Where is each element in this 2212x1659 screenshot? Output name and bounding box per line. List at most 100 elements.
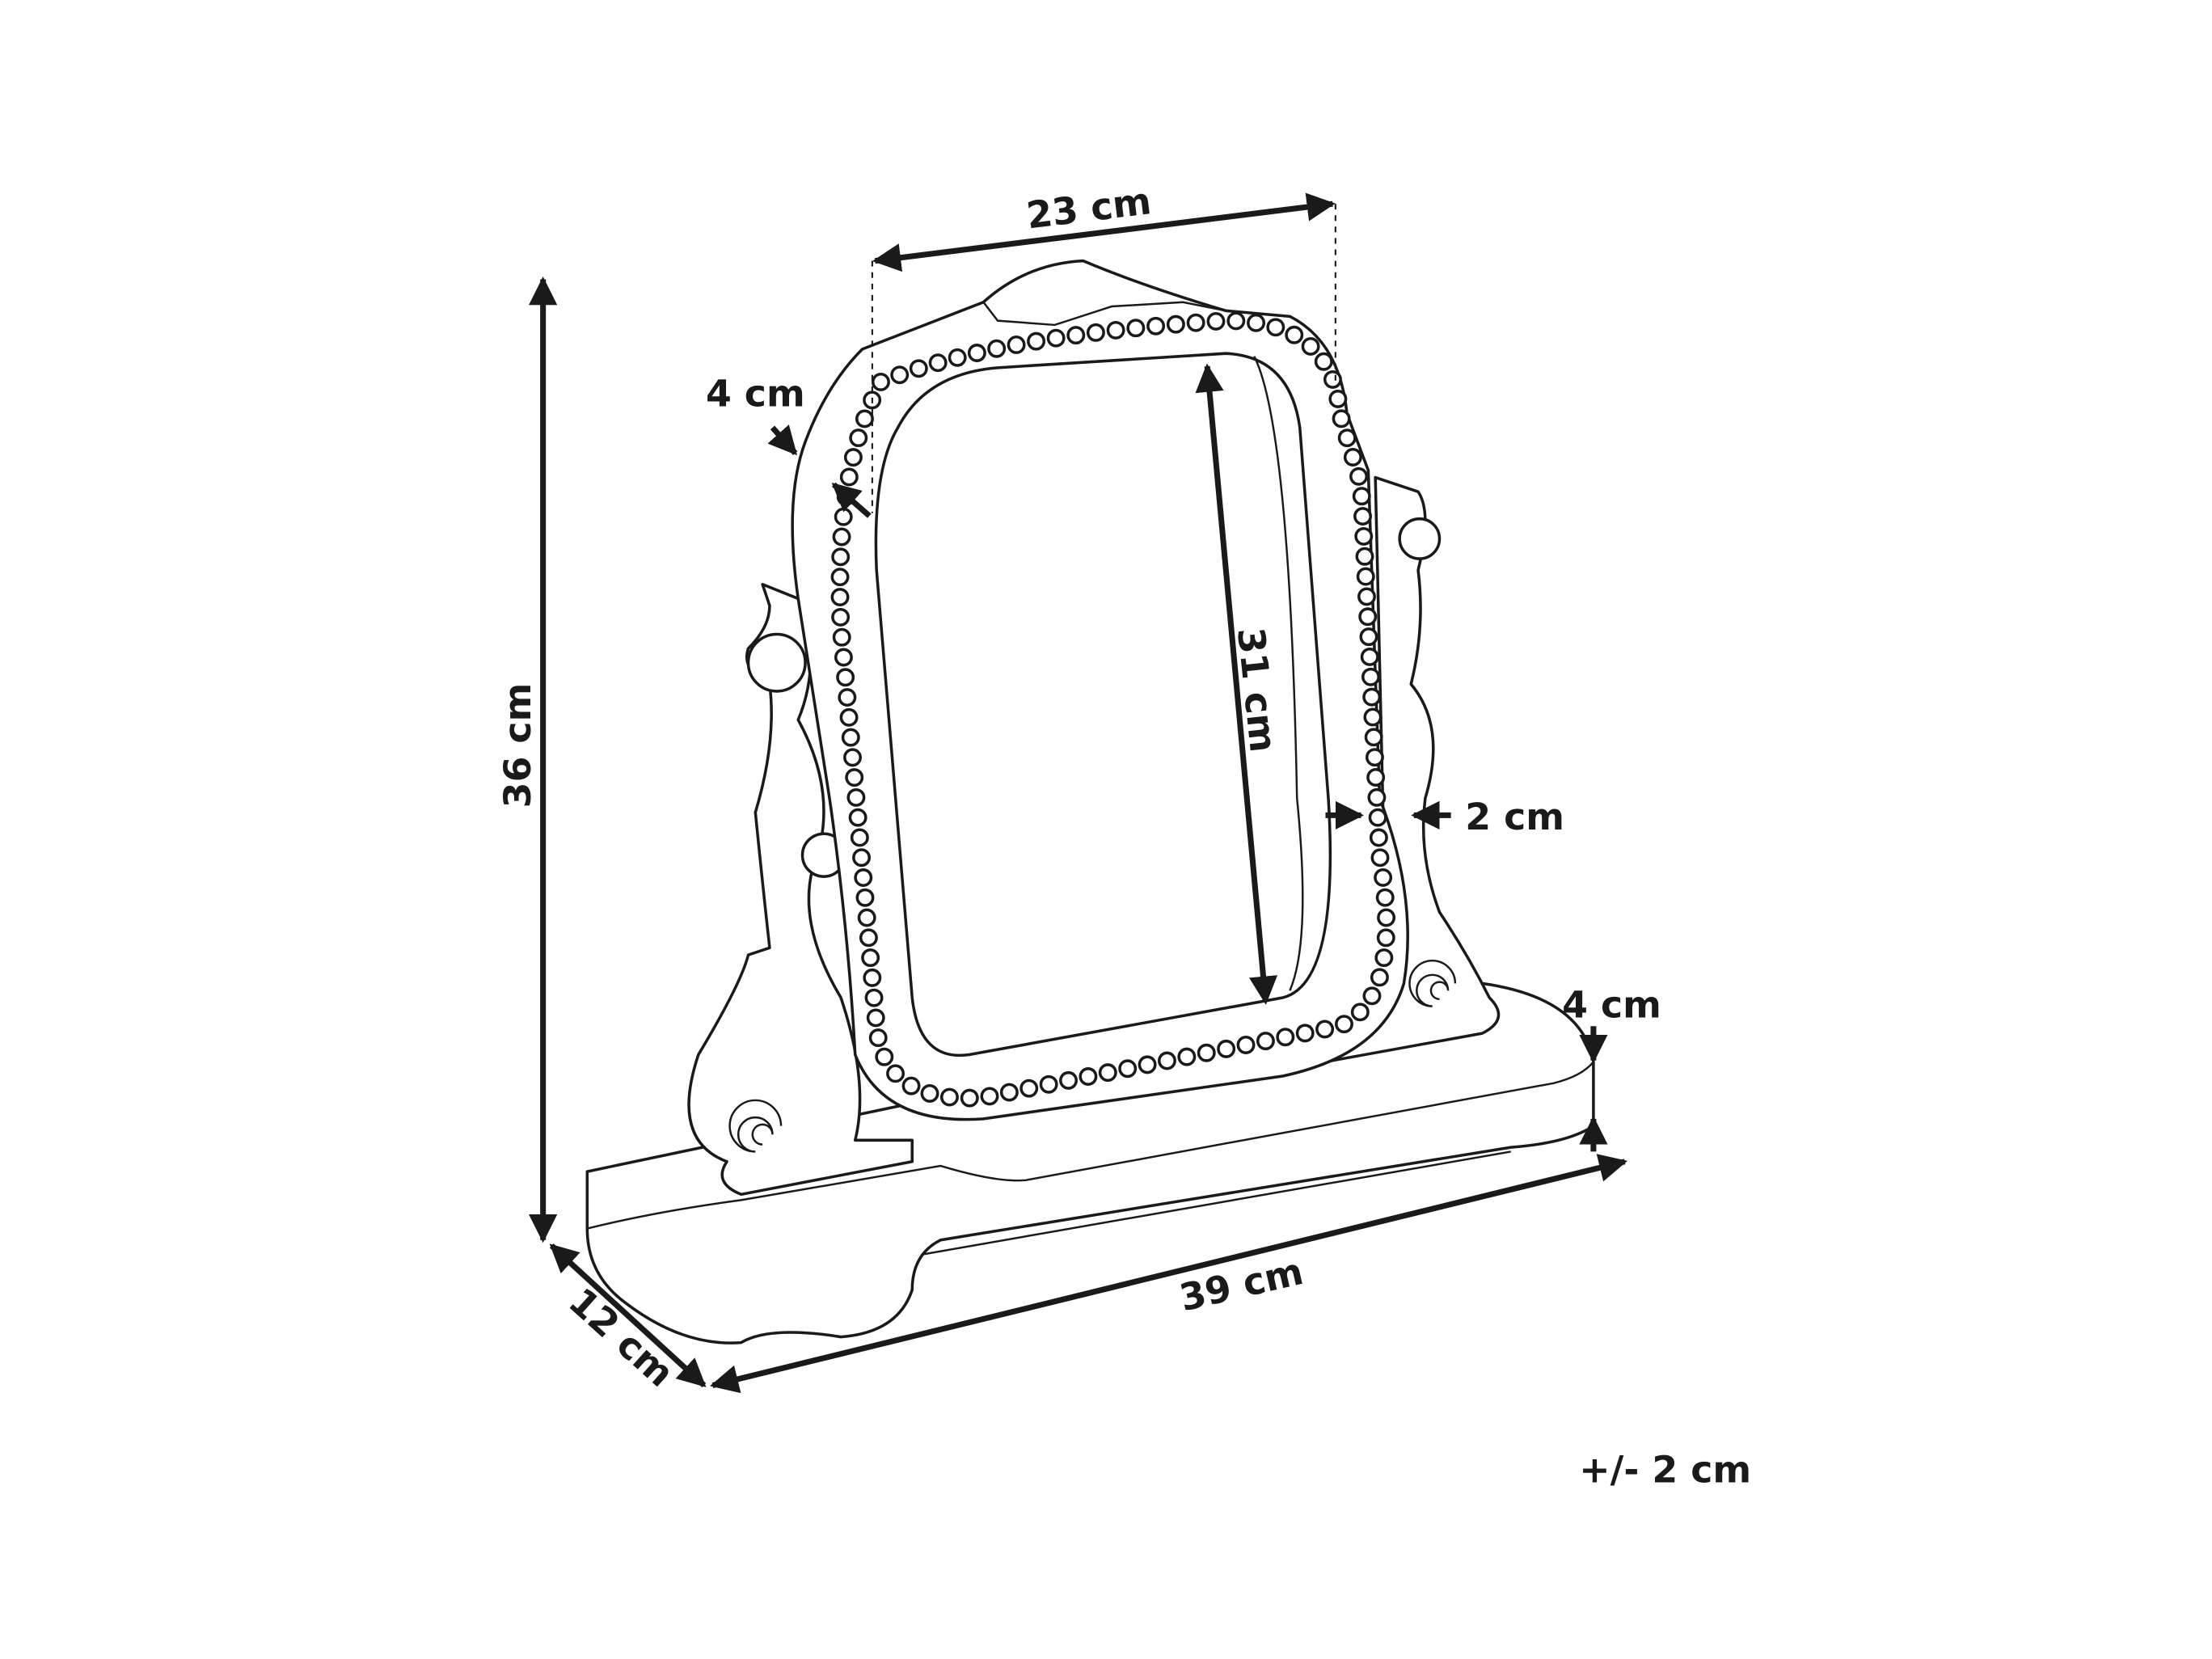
frame-bead — [1356, 567, 1375, 586]
frame-bead — [1362, 986, 1382, 1006]
frame-bead — [839, 707, 859, 727]
frame-bead — [1295, 1024, 1315, 1043]
frame-bead — [1276, 1028, 1295, 1047]
frame-bead — [980, 1087, 999, 1106]
frame-bead — [1367, 787, 1387, 807]
frame-bead — [886, 1064, 905, 1083]
frame-bead — [1027, 331, 1046, 351]
frame-bead — [1086, 323, 1105, 342]
frame-bead — [1332, 409, 1351, 428]
frame-bead — [1247, 313, 1266, 332]
label-base-width: 39 cm — [1176, 1249, 1307, 1319]
frame-bead — [831, 607, 851, 627]
frame-bead — [1374, 867, 1393, 887]
frame-bead — [1369, 828, 1388, 847]
frame-bead — [843, 448, 863, 467]
label-total-height: 36 cm — [496, 683, 539, 808]
frame-bead — [846, 787, 866, 807]
frame-bead — [1118, 1059, 1138, 1079]
frame-bead — [960, 1088, 979, 1108]
tolerance-note: +/- 2 cm — [1579, 1447, 1751, 1491]
frame-bead — [1377, 908, 1396, 927]
frame-bead — [868, 1028, 888, 1048]
frame-bead — [831, 547, 851, 567]
frame-bead — [843, 748, 862, 767]
frame-bead — [859, 928, 878, 948]
frame-bead — [845, 768, 864, 787]
frame-bead — [872, 372, 890, 391]
frame-bead — [1360, 647, 1379, 666]
frame-bead — [928, 353, 948, 373]
frame-bead — [852, 848, 872, 867]
frame-bead — [1337, 428, 1357, 448]
frame-bead — [1355, 547, 1374, 566]
frame-bead — [1354, 526, 1374, 546]
frame-bead — [1359, 627, 1378, 647]
frame-bead — [1349, 466, 1368, 486]
frame-bead — [1328, 389, 1348, 408]
frame-bead — [1370, 848, 1390, 867]
frame-bead — [1177, 1047, 1197, 1066]
dimension-total-height: 36 cm — [496, 276, 558, 1243]
dimension-frame-depth: 2 cm — [1325, 795, 1564, 838]
frame-bead — [854, 868, 873, 887]
frame-bead — [1323, 369, 1342, 389]
frame-bead — [1362, 687, 1382, 707]
frame-bead — [1066, 326, 1086, 345]
frame-bead — [1357, 587, 1376, 606]
frame-bead — [1236, 1036, 1256, 1054]
label-frame-depth: 2 cm — [1465, 795, 1564, 838]
frame-bead — [967, 344, 986, 362]
frame-bead — [987, 339, 1007, 358]
frame-bead — [909, 359, 928, 378]
frame-bead — [855, 888, 875, 907]
frame-bead — [1361, 667, 1380, 686]
frame-bead — [1376, 928, 1395, 948]
frame-bead — [999, 1083, 1019, 1102]
frame-bead — [920, 1084, 939, 1103]
frame-bead — [1206, 311, 1226, 331]
frame-bead — [832, 627, 851, 647]
label-frame-thickness: 4 cm — [706, 371, 805, 415]
frame-bead — [1098, 1063, 1117, 1083]
frame-bead — [1335, 1015, 1353, 1034]
frame-bead — [841, 728, 860, 747]
frame-bead — [1046, 328, 1066, 348]
frame-bead — [866, 1008, 885, 1028]
frame-bead — [1039, 1074, 1058, 1094]
frame-bead — [1374, 948, 1394, 968]
frame-bead — [1266, 318, 1285, 337]
frame-bead — [1059, 1070, 1078, 1090]
frame-bead — [1315, 1019, 1335, 1039]
frame-bead — [830, 568, 850, 587]
frame-bead — [1197, 1043, 1216, 1062]
frame-bead — [1314, 352, 1333, 371]
frame-bead — [890, 365, 910, 385]
mirror-frame — [791, 259, 1409, 1121]
frame-bead — [848, 808, 867, 827]
frame-bead — [857, 908, 876, 927]
dimension-base-height: 4 cm — [1562, 983, 1661, 1152]
frame-bead — [836, 668, 855, 687]
frame-bead — [1343, 448, 1362, 466]
frame-bead — [830, 588, 850, 607]
frame-bead — [901, 1076, 921, 1095]
frame-bead — [834, 648, 853, 667]
frame-bead — [1375, 888, 1395, 907]
frame-bead — [948, 348, 967, 367]
frame-bead — [1146, 316, 1166, 336]
frame-bead — [1285, 325, 1304, 344]
frame-bead — [1186, 313, 1205, 332]
frame-bead — [1353, 507, 1372, 526]
frame-bead — [864, 988, 884, 1007]
frame-bead — [1079, 1067, 1098, 1086]
frame-bead — [1019, 1079, 1039, 1098]
frame-bead — [1364, 728, 1383, 747]
frame-bead — [1370, 968, 1389, 987]
frame-bead — [939, 1087, 959, 1107]
frame-bead — [849, 428, 868, 448]
frame-bead — [1226, 311, 1246, 331]
dimension-frame-width: 23 cm — [872, 179, 1336, 272]
frame-bead — [855, 409, 874, 428]
